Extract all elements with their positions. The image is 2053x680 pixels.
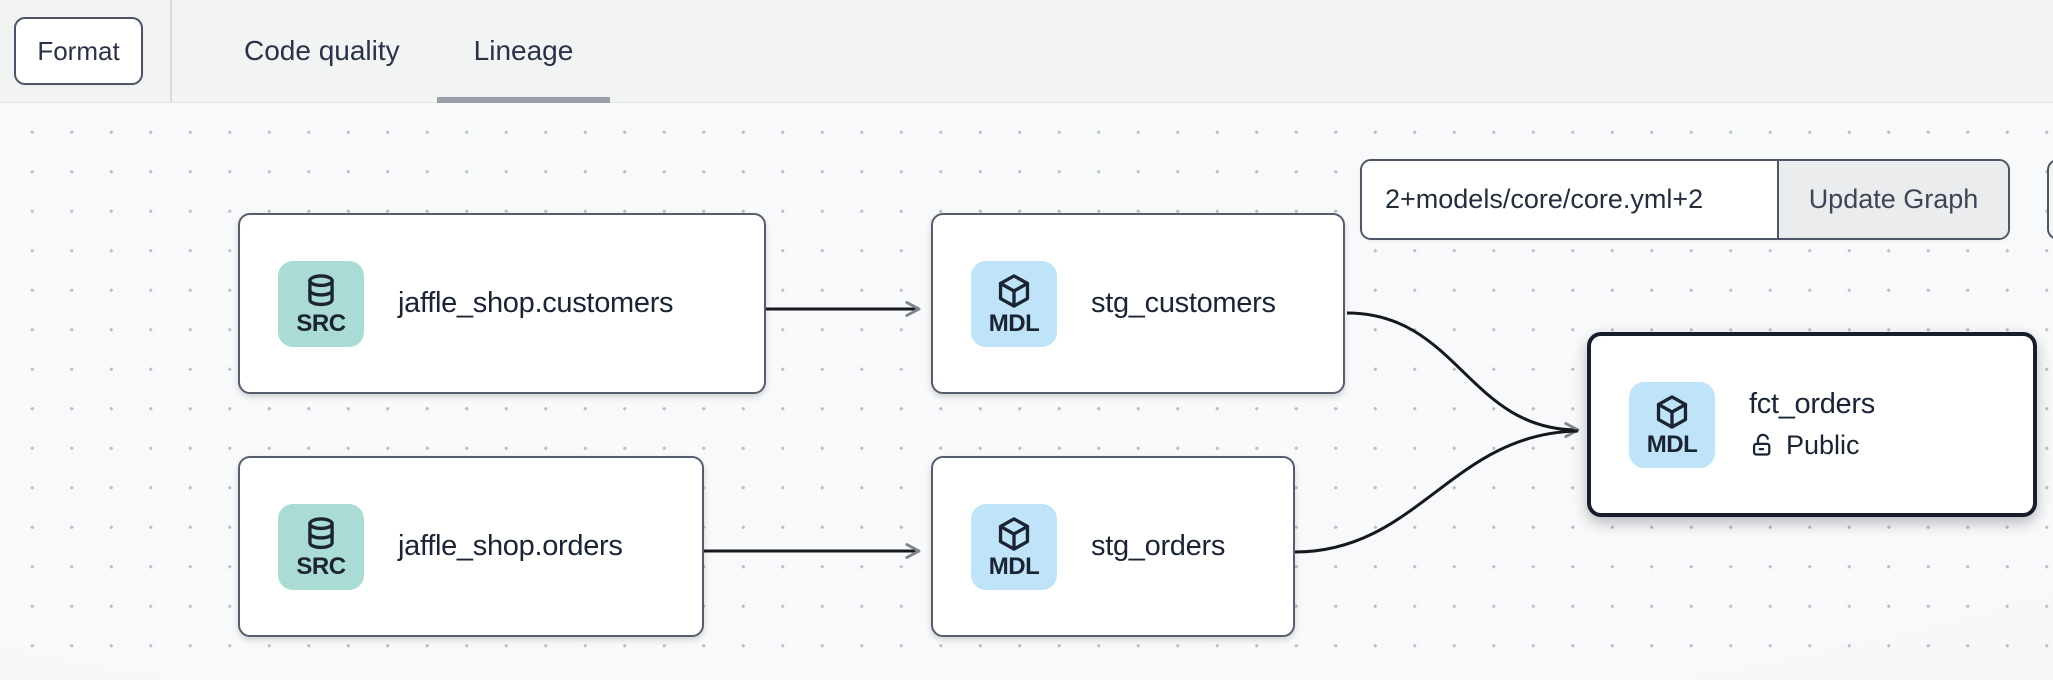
- cube-icon: [998, 273, 1030, 308]
- cube-icon: [998, 516, 1030, 551]
- database-icon: [308, 516, 334, 549]
- badge-label: MDL: [1646, 430, 1698, 458]
- clipped-edge-button[interactable]: [2047, 159, 2053, 240]
- unlock-icon: [1752, 433, 1771, 456]
- node-title: stg_customers: [1091, 287, 1276, 319]
- editor-toolbar: Format Code quality Lineage: [0, 0, 2053, 103]
- source-badge: SRC: [278, 260, 364, 347]
- model-badge: MDL: [971, 503, 1057, 590]
- panel-tabs: Code quality Lineage: [207, 0, 611, 103]
- format-button[interactable]: Format: [14, 17, 143, 85]
- badge-label: MDL: [988, 552, 1040, 580]
- node-jaffle_shop-customers[interactable]: SRC jaffle_shop.customers: [238, 213, 766, 394]
- lineage-edges: [704, 301, 1580, 559]
- node-stg_orders[interactable]: MDL stg_orders: [931, 456, 1295, 637]
- node-jaffle_shop-orders[interactable]: SRC jaffle_shop.orders: [238, 456, 704, 637]
- access-row: Public: [1749, 430, 1875, 461]
- badge-label: SRC: [296, 552, 346, 580]
- access-label: Public: [1786, 430, 1860, 460]
- node-fct_orders[interactable]: MDL fct_orders Public: [1587, 332, 2037, 517]
- database-icon: [308, 273, 334, 306]
- source-badge: SRC: [278, 503, 364, 590]
- edge-stg_orders-to-fct_orders: [1294, 429, 1579, 554]
- toolbar-divider: [170, 0, 172, 103]
- lineage-canvas[interactable]: SRC jaffle_shop.customers MDL stg_custom…: [0, 103, 2053, 680]
- badge-label: MDL: [988, 309, 1040, 337]
- node-stg_customers[interactable]: MDL stg_customers: [931, 213, 1345, 394]
- graph-selector-input[interactable]: 2+models/core/core.yml+2: [1362, 161, 1777, 238]
- node-title: jaffle_shop.customers: [398, 287, 674, 319]
- model-badge: MDL: [1629, 381, 1715, 468]
- node-title: stg_orders: [1091, 530, 1226, 562]
- node-title: jaffle_shop.orders: [398, 530, 623, 562]
- badge-label: SRC: [296, 309, 346, 337]
- edge-stg_customers-to-fct_orders: [1346, 311, 1580, 438]
- tab-lineage[interactable]: Lineage: [436, 0, 611, 103]
- tab-code-quality[interactable]: Code quality: [244, 35, 400, 66]
- cube-icon: [1656, 394, 1688, 429]
- update-graph-button[interactable]: Update Graph: [1777, 161, 2008, 238]
- model-badge: MDL: [971, 260, 1057, 347]
- node-title: fct_orders: [1749, 388, 1875, 420]
- graph-selector-group: 2+models/core/core.yml+2 Update Graph: [1360, 159, 2010, 240]
